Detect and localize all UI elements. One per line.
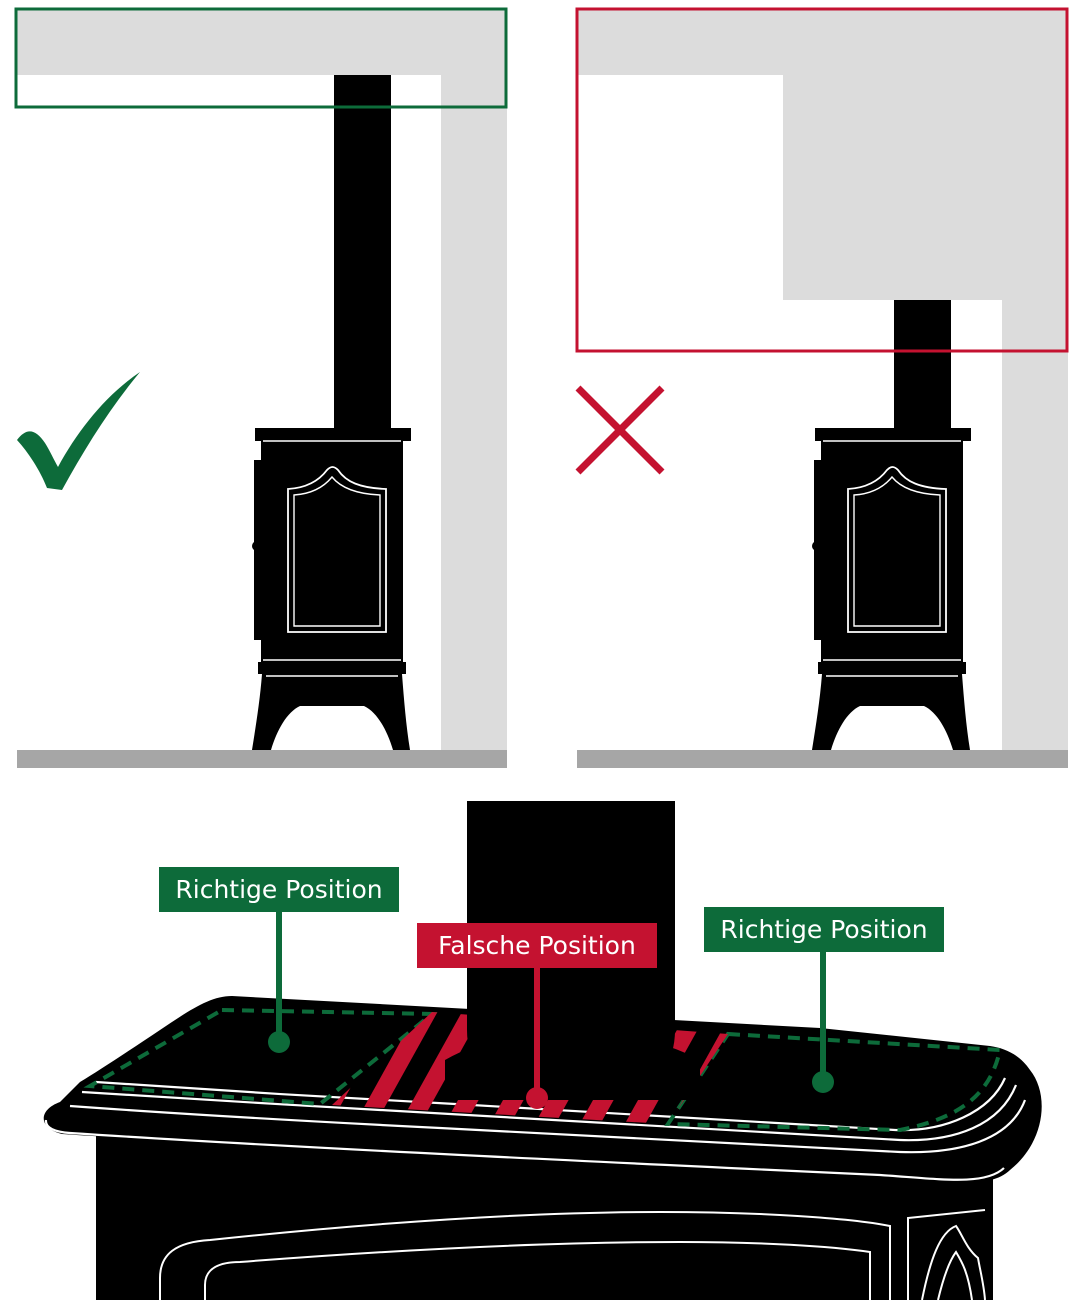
floor bbox=[577, 750, 1068, 768]
wall bbox=[578, 10, 1068, 750]
pointer-right bbox=[812, 950, 834, 1093]
label-correct-left: Richtige Position bbox=[159, 867, 399, 912]
pointer-center bbox=[526, 966, 548, 1109]
chimney-pipe bbox=[894, 300, 951, 430]
correct-zone-frame bbox=[14, 7, 508, 109]
wood-stove bbox=[251, 427, 412, 751]
cross-icon bbox=[575, 385, 665, 475]
wood-stove bbox=[811, 427, 972, 751]
label-text: Falsche Position bbox=[438, 931, 636, 960]
correct-zone-right bbox=[664, 1031, 1003, 1133]
floor bbox=[17, 750, 507, 768]
pointer-left bbox=[268, 910, 290, 1053]
chimney-pipe bbox=[334, 75, 391, 430]
wrong-zone-frame bbox=[575, 7, 1069, 353]
correct-zone-left bbox=[83, 1007, 438, 1107]
label-text: Richtige Position bbox=[720, 915, 927, 944]
correct-placement-panel bbox=[14, 7, 508, 768]
wrong-placement-panel bbox=[575, 7, 1069, 768]
stove-top-view: Richtige Position Falsche Position Richt… bbox=[43, 801, 1042, 1300]
label-text: Richtige Position bbox=[175, 875, 382, 904]
checkmark-icon bbox=[17, 372, 140, 490]
label-wrong-center: Falsche Position bbox=[417, 923, 657, 968]
label-correct-right: Richtige Position bbox=[704, 907, 944, 952]
wall bbox=[17, 10, 507, 750]
